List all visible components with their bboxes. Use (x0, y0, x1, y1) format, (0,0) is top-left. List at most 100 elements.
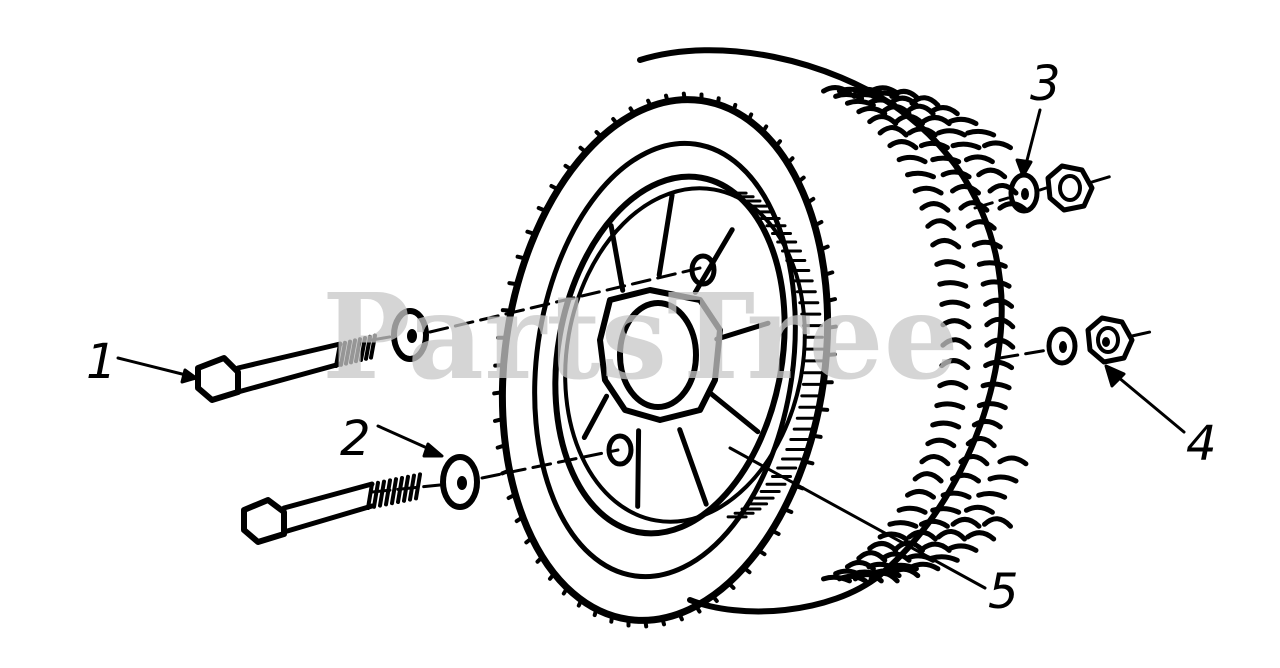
tire-tooth (782, 507, 794, 514)
tread-block (984, 337, 1016, 350)
tread-block (889, 566, 921, 579)
tread-block (851, 92, 883, 101)
tread-block (940, 318, 972, 330)
tire-tooth (548, 571, 557, 581)
tire-tooth (731, 102, 738, 113)
tire-tooth (495, 443, 508, 450)
hub-plate (597, 287, 723, 423)
tire-tooth (576, 597, 584, 608)
tread-block (982, 516, 1013, 529)
tread-block (940, 169, 972, 180)
tread-block (976, 401, 1008, 411)
callout-5: 5 (988, 564, 1019, 620)
washer-upper (391, 308, 429, 362)
rim-spoke (581, 393, 610, 440)
tire-tooth (802, 459, 815, 466)
rim-spoke (656, 192, 675, 278)
tire-tooth (677, 611, 684, 622)
tread-block (963, 154, 995, 165)
tire-tooth (810, 433, 823, 439)
tire-tooth (592, 607, 599, 618)
tread-block (971, 419, 1003, 430)
tread-block (940, 490, 972, 500)
tire-tooth (715, 96, 721, 107)
tread-block (867, 114, 899, 127)
tread-block (939, 358, 971, 371)
bolt-thread (359, 336, 367, 362)
bolt-thread (366, 482, 374, 510)
tread-block (877, 125, 909, 138)
tread-block (912, 471, 944, 484)
tire-tooth (609, 613, 615, 624)
tire-tooth (561, 586, 570, 596)
tire-tooth (563, 163, 574, 172)
rim-wheel (552, 173, 825, 537)
tread-block (909, 95, 941, 108)
tire-tooth (611, 117, 620, 127)
tire-tooth (773, 139, 782, 149)
tread-block (852, 572, 884, 584)
bolt-upper (195, 333, 377, 403)
tire-tooth (515, 254, 528, 261)
tread-block (937, 280, 969, 289)
tire-tooth (578, 145, 589, 155)
tire-tooth (535, 554, 545, 564)
tire-tooth (536, 206, 548, 213)
tire-tooth (492, 390, 505, 396)
tire-tooth (524, 535, 534, 545)
bolt-thread (349, 338, 357, 365)
rim-spoke (714, 320, 771, 342)
tread-block (896, 154, 928, 165)
tire-tooth (760, 124, 769, 134)
tire-tooth (785, 156, 795, 166)
tire-sidewall-inner (532, 140, 798, 580)
tire-tooth (628, 106, 636, 116)
tire-tooth (822, 270, 835, 277)
tread-block (936, 529, 967, 542)
tread-block (983, 297, 1015, 309)
tread-block (920, 541, 952, 553)
tread-block (934, 259, 966, 269)
bolt-thread (334, 342, 342, 368)
callout-1: 1 (86, 334, 117, 390)
tire-tooth (818, 244, 830, 252)
bolt-thread (384, 478, 392, 507)
tire-tooth (493, 417, 505, 423)
tread-block (947, 116, 979, 127)
tread-block (867, 541, 899, 553)
tread-block (906, 126, 938, 138)
tread-block (905, 170, 936, 180)
tread-block (987, 183, 1019, 196)
tire-tooth (506, 492, 518, 500)
tread-block (950, 516, 982, 529)
tread-block (918, 140, 950, 151)
tread-block (918, 518, 950, 529)
tread-block (821, 574, 852, 584)
tire-tooth (710, 593, 719, 603)
tread-block (980, 381, 1012, 391)
rim-spoke (677, 427, 709, 507)
bolt-thread (339, 340, 347, 367)
tread-block (934, 401, 966, 411)
tread-block (928, 105, 960, 117)
tread-block (836, 86, 868, 96)
tread-block (896, 505, 928, 515)
tread-block (894, 113, 925, 127)
tread-block (930, 155, 962, 165)
tread-block (958, 454, 990, 467)
tire-tooth (507, 281, 520, 287)
tire-tooth (741, 565, 752, 575)
rim-spoke (708, 390, 761, 435)
bolt-thread (414, 472, 422, 501)
tire-tooth (756, 548, 767, 557)
tread-block (905, 488, 936, 500)
tread-block (912, 185, 944, 196)
bolt-hole-lower (606, 433, 634, 467)
tread-block (930, 506, 962, 515)
rim-spoke (635, 428, 642, 509)
tread-block (950, 183, 981, 196)
nut-lower (1085, 315, 1135, 365)
tread-block (947, 543, 979, 553)
tread-block (909, 561, 941, 572)
